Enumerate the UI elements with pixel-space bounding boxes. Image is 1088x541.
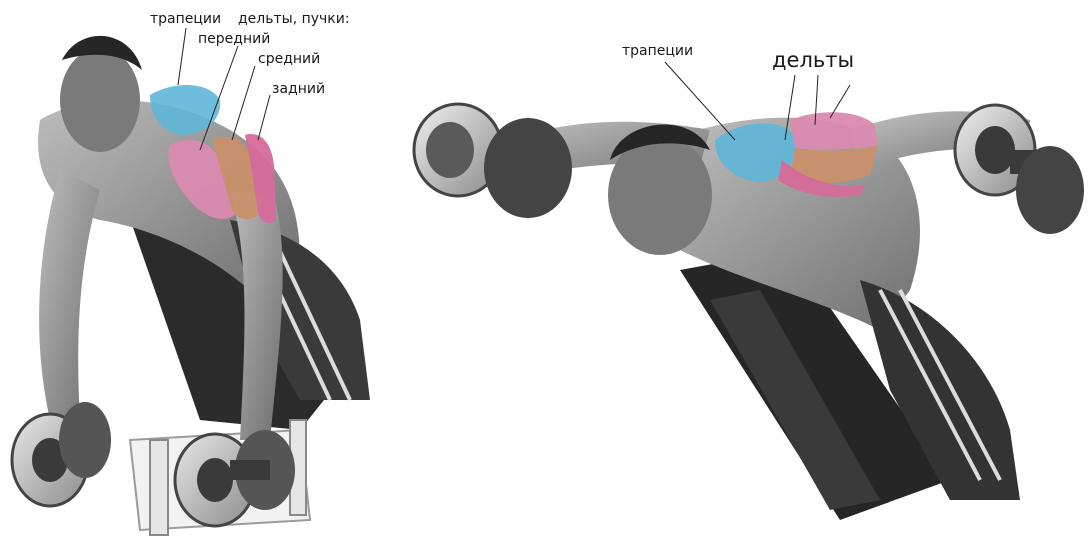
left-dumbbell [414, 104, 572, 218]
label-deltoid-heads: дельты, пучки: [238, 12, 350, 26]
right-figure-drawing [410, 0, 1088, 541]
left-exercise-figure: трапеции дельты, пучки: передний средний… [0, 0, 400, 541]
posterior-delt-muscle [790, 112, 878, 149]
label-middle-head: средний [258, 52, 320, 66]
label-anterior-head: передний [198, 32, 270, 46]
right-dumbbell [955, 105, 1084, 234]
label-posterior-head: задний [272, 82, 325, 96]
left-figure-drawing [0, 0, 400, 541]
left-dumbbell [12, 402, 111, 506]
label-deltoids-right: дельты [772, 50, 854, 71]
label-trapezius-right: трапеции [622, 44, 693, 58]
right-exercise-figure: трапеции дельты [410, 0, 1088, 541]
label-trapezius-left: трапеции [150, 12, 221, 26]
